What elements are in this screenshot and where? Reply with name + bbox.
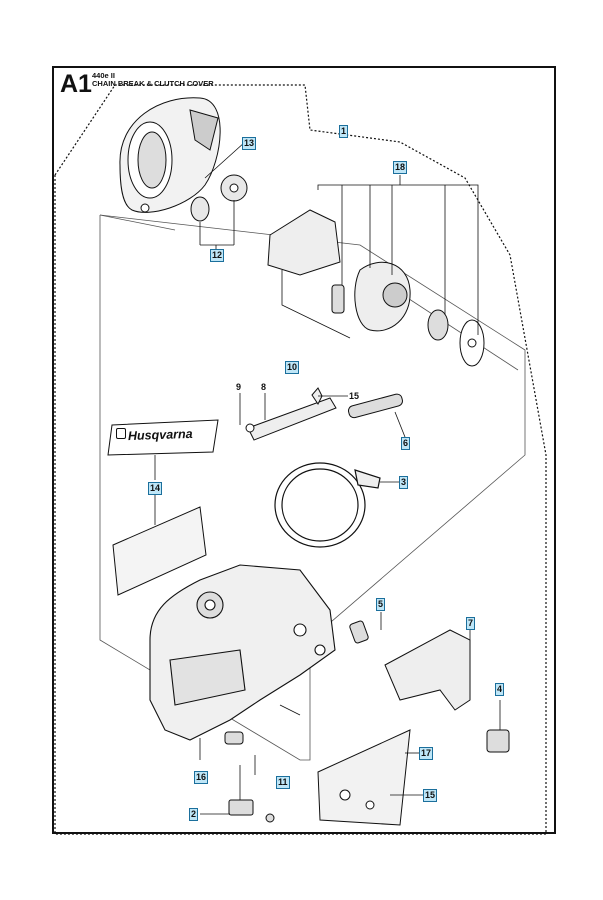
section-code: A1 xyxy=(60,70,92,98)
callout-15-lower: 15 xyxy=(423,789,438,802)
callout-16: 16 xyxy=(194,771,209,784)
callout-13: 13 xyxy=(242,137,257,150)
callout-15-upper: 15 xyxy=(349,391,360,401)
callout-17: 17 xyxy=(419,747,434,760)
small-parts xyxy=(224,620,369,823)
cover-body-part xyxy=(149,564,336,741)
callout-1: 1 xyxy=(339,125,349,138)
clutch-assembly-part xyxy=(267,209,485,367)
callout-4: 4 xyxy=(495,683,505,696)
clutch-cover-part xyxy=(119,97,221,213)
diagram-frame xyxy=(52,66,556,834)
callout-12: 12 xyxy=(210,249,225,262)
husqvarna-logo: Husqvarna xyxy=(127,426,193,444)
callout-6: 6 xyxy=(401,437,411,450)
bar-plate-part xyxy=(317,729,411,826)
callout-2: 2 xyxy=(189,808,199,821)
diagram-title: CHAIN BREAK & CLUTCH COVER xyxy=(92,79,214,88)
callout-5: 5 xyxy=(376,598,386,611)
callout-10: 10 xyxy=(285,361,300,374)
callout-7: 7 xyxy=(466,617,476,630)
model-name: 440e II xyxy=(92,71,115,80)
callout-11: 11 xyxy=(276,776,290,789)
callout-8: 8 xyxy=(261,382,267,392)
brake-band-part xyxy=(274,462,381,548)
callout-14: 14 xyxy=(148,482,163,495)
decal-part xyxy=(107,419,219,596)
callout-9: 9 xyxy=(236,382,242,392)
assembly-boundary xyxy=(54,84,547,835)
callout-18: 18 xyxy=(393,161,408,174)
brake-linkage-part xyxy=(245,387,403,441)
callout-3: 3 xyxy=(399,476,409,489)
brake-handle-part xyxy=(384,629,510,753)
crown-icon xyxy=(116,428,126,439)
sprocket-part xyxy=(190,174,248,222)
